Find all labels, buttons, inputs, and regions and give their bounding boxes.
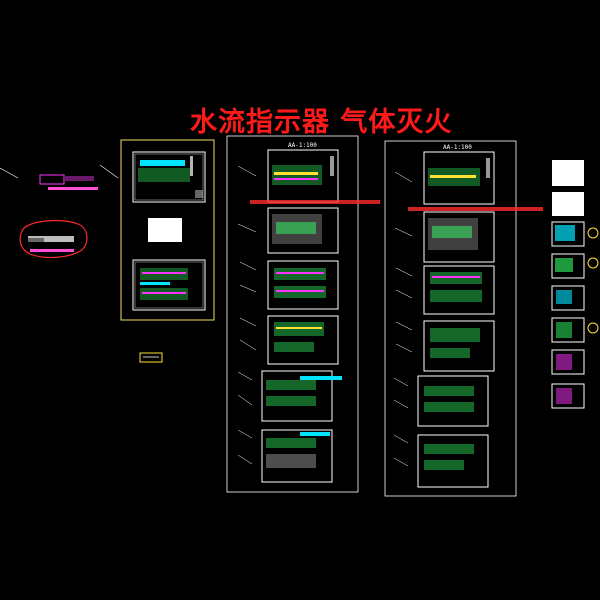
center-column-label: AA-1:100	[288, 142, 317, 149]
right-sheet-column[interactable]	[384, 140, 543, 497]
drawing-title: 水流指示器 气体灭火	[190, 107, 453, 138]
left-annotations	[0, 164, 163, 363]
left-sheet-group[interactable]	[120, 139, 215, 321]
center-sheet-column[interactable]	[226, 135, 380, 493]
thumbnail-sheets[interactable]	[551, 160, 599, 409]
right-column-label: AA-1:100	[443, 144, 472, 151]
